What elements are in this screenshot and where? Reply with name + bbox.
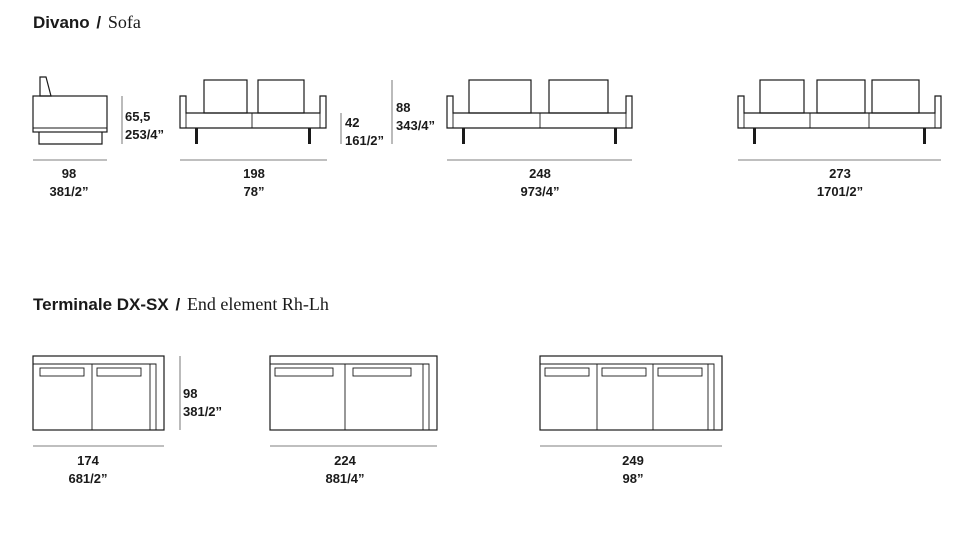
- end-174-width-in: 681/2”: [68, 471, 108, 486]
- end-element-title-english: End element Rh-Lh: [186, 294, 329, 314]
- end-174-depth-in: 381/2”: [183, 404, 223, 419]
- sofa-side-width-in: 381/2”: [49, 184, 89, 199]
- end-element-title-italian: Terminale DX-SX: [33, 295, 169, 314]
- sofa-198-seat-cm: 42: [345, 115, 360, 130]
- end-174-width-label: 174 681/2”: [55, 452, 121, 488]
- end-element-174-top-drawing: [32, 355, 181, 447]
- sofa-side-width-cm: 98: [61, 166, 77, 181]
- sofa-248-height-in: 343/4”: [396, 118, 436, 133]
- sofa-198-seat-height-label: 42 161/2”: [345, 114, 384, 150]
- end-224-width-in: 881/4”: [325, 471, 365, 486]
- sofa-198-width-cm: 198: [243, 166, 265, 181]
- sofa-273-front-drawing: [737, 79, 942, 161]
- sofa-248-height-label: 88 343/4”: [396, 99, 435, 135]
- sofa-198-seat-in: 161/2”: [345, 133, 385, 148]
- end-249-width-label: 249 98”: [600, 452, 666, 488]
- end-element-title-separator: /: [175, 295, 181, 314]
- sofa-side-height-in: 253/4”: [125, 127, 165, 142]
- end-element-249-top-drawing: [539, 355, 723, 447]
- sofa-248-front-drawing: [391, 79, 633, 161]
- sofa-side-view-drawing: [32, 76, 123, 161]
- end-224-width-label: 224 881/4”: [310, 452, 380, 488]
- end-element-224-top-drawing: [269, 355, 438, 447]
- end-174-depth-label: 98 381/2”: [183, 385, 222, 421]
- sofa-248-height-cm: 88: [396, 100, 411, 115]
- end-249-width-in: 98”: [622, 471, 644, 486]
- sofa-198-front-drawing: [179, 79, 342, 161]
- end-174-depth-cm: 98: [183, 386, 198, 401]
- sofa-248-width-cm: 248: [529, 166, 551, 181]
- sofa-title-english: Sofa: [107, 12, 141, 32]
- sofa-title-italian: Divano: [33, 13, 90, 32]
- sofa-248-width-label: 248 973/4”: [505, 165, 575, 201]
- end-249-width-cm: 249: [622, 453, 644, 468]
- end-element-section-title: Terminale DX-SX / End element Rh-Lh: [33, 294, 329, 315]
- sofa-title-separator: /: [96, 13, 102, 32]
- sofa-side-height-label: 65,5 253/4”: [125, 108, 164, 144]
- sofa-side-width-label: 98 381/2”: [43, 165, 95, 201]
- sofa-198-width-in: 78”: [243, 184, 265, 199]
- sofa-side-height-cm: 65,5: [125, 109, 151, 124]
- sofa-273-width-cm: 273: [829, 166, 851, 181]
- end-224-width-cm: 224: [334, 453, 356, 468]
- end-174-width-cm: 174: [77, 453, 99, 468]
- sofa-248-width-in: 973/4”: [520, 184, 560, 199]
- sofa-section-title: Divano / Sofa: [33, 12, 141, 33]
- sofa-198-width-label: 198 78”: [224, 165, 284, 201]
- sofa-273-width-in: 1701/2”: [816, 184, 864, 199]
- sofa-273-width-label: 273 1701/2”: [800, 165, 880, 201]
